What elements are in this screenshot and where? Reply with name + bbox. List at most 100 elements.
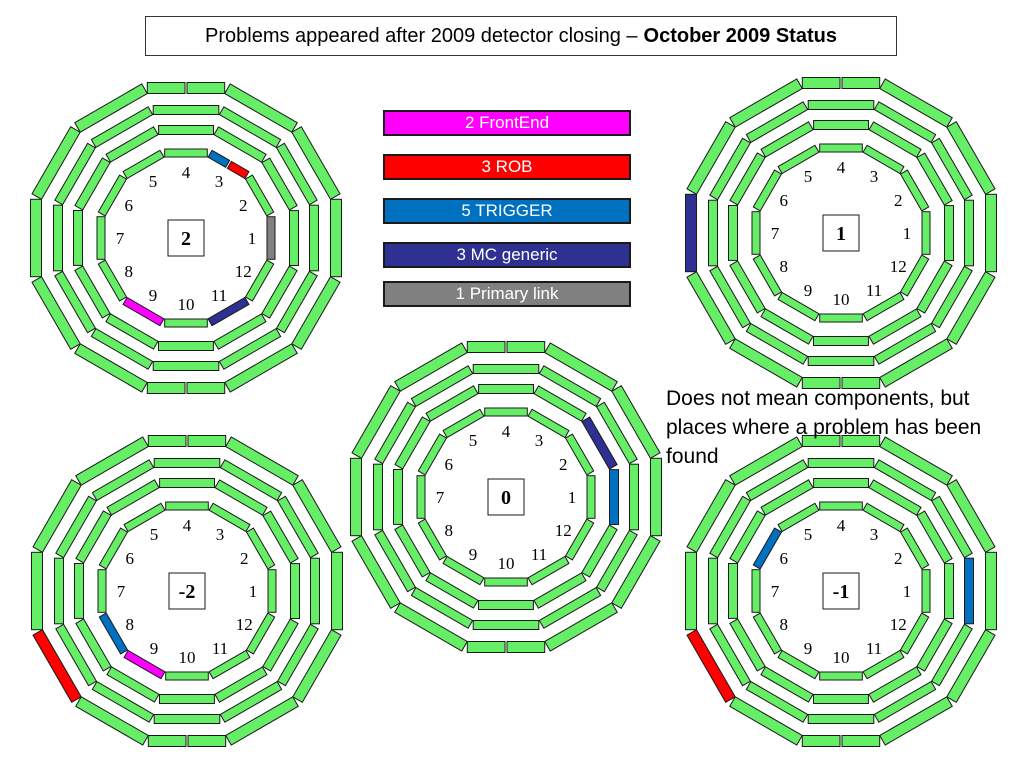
wheel-2-ring-1-sector-5 xyxy=(122,149,165,180)
chamber xyxy=(213,126,267,163)
chamber xyxy=(244,174,275,217)
chamber xyxy=(30,198,42,278)
wheel--1-ring-4-sector-12 xyxy=(946,629,996,703)
wheel-0-ring-1-sector-8 xyxy=(417,518,448,561)
chamber xyxy=(54,270,97,334)
wheel-2-ring-4-sector-3 xyxy=(224,83,298,133)
chamber xyxy=(873,322,937,365)
chamber xyxy=(873,680,937,723)
chamber xyxy=(916,152,953,206)
chamber xyxy=(868,666,922,703)
chamber xyxy=(946,271,996,345)
wheel-1-ring-2-sector-5 xyxy=(760,121,814,158)
wheel-2-ring-4-sector-1 xyxy=(330,198,342,278)
explanation-note: Does not mean components, but places whe… xyxy=(666,387,982,468)
chamber xyxy=(611,535,661,609)
wheel-0-ring-4-sector-12 xyxy=(611,535,661,609)
wheel--1-ring-2-sector-6 xyxy=(729,510,766,564)
wheel--1-ring-1-sector-9 xyxy=(777,649,820,680)
wheel-1-ring-3-sector-8 xyxy=(709,265,752,329)
wheel-0-ring-2-sector-8 xyxy=(394,524,431,578)
sector-label: 5 xyxy=(150,525,159,544)
wheel-1-ring-2-sector-4 xyxy=(813,120,870,130)
wheel-2-ring-4-sector-7 xyxy=(30,198,42,278)
chamber xyxy=(807,356,875,366)
wheel--2-ring-3-sector-8 xyxy=(55,623,98,687)
chamber xyxy=(751,569,761,613)
chamber xyxy=(751,211,761,255)
chamber xyxy=(985,551,997,631)
wheel--2-ring-1-sector-2 xyxy=(245,527,276,570)
wheel-2-ring-3-sector-3 xyxy=(218,106,282,149)
chamber xyxy=(122,149,165,180)
sector-label: 5 xyxy=(469,431,478,450)
chamber-half-2 xyxy=(147,735,187,747)
wheel-0-ring-1-sector-6 xyxy=(417,433,448,476)
wheel--1-ring-1-sector-12 xyxy=(899,612,930,655)
wheel-2-ring-1-sector-10 xyxy=(164,318,208,328)
wheel--2-ring-3-sector-12 xyxy=(276,623,319,687)
chamber xyxy=(728,562,738,619)
wheel-label: -2 xyxy=(179,581,196,603)
wheel-2-ring-1-sector-7 xyxy=(96,216,106,260)
wheel--1-ring-1-sector-2 xyxy=(899,527,930,570)
wheel-0-ring-1-sector-10 xyxy=(484,577,528,587)
chamber-half-2 xyxy=(801,735,841,747)
wheel-1-ring-4-sector-1 xyxy=(985,193,997,273)
sector-label: 8 xyxy=(445,521,454,540)
sector-label: 10 xyxy=(833,290,850,309)
chamber xyxy=(916,618,953,672)
wheel--1-ring-2-sector-9 xyxy=(760,666,814,703)
chamber xyxy=(75,436,149,486)
wheel--1-ring-4-sector-7 xyxy=(685,551,697,631)
chamber xyxy=(862,291,905,322)
chamber xyxy=(921,211,931,255)
chamber xyxy=(214,479,268,516)
wheel-2-ring-2-sector-9 xyxy=(105,313,159,350)
wheel-2-ring-3-sector-7 xyxy=(53,204,63,272)
sector-label: 5 xyxy=(804,525,813,544)
chamber xyxy=(442,555,485,586)
chamber xyxy=(729,696,803,746)
sector-label: 7 xyxy=(116,229,125,248)
chamber xyxy=(261,157,298,211)
wheel-2-ring-2-sector-5 xyxy=(105,126,159,163)
wheel-2-ring-1-sector-8 xyxy=(97,259,128,302)
wheel-2-ring-1-sector-6 xyxy=(97,174,128,217)
wheel--1-ring-2-sector-3 xyxy=(868,479,922,516)
chamber xyxy=(393,468,403,525)
wheel-2-ring-3-sector-5 xyxy=(90,106,154,149)
chamber xyxy=(31,551,43,631)
chamber-half-2 xyxy=(801,377,841,389)
sector-label: 1 xyxy=(568,488,577,507)
chamber xyxy=(374,401,417,465)
sector-label: 4 xyxy=(837,158,846,177)
chamber xyxy=(745,680,809,723)
chamber xyxy=(946,479,996,553)
wheel-0-ring-3-sector-2 xyxy=(595,401,638,465)
chamber xyxy=(123,502,166,533)
wheel-1-ring-4-sector-10 xyxy=(801,377,881,389)
chamber xyxy=(55,623,98,687)
wheel-1-ring-2-sector-2 xyxy=(916,152,953,206)
chamber xyxy=(760,308,814,345)
chamber xyxy=(98,527,129,570)
chamber xyxy=(276,495,319,559)
chamber xyxy=(899,169,930,212)
chamber xyxy=(74,83,148,133)
wheel--1-ring-4-sector-10 xyxy=(801,735,881,747)
chamber xyxy=(291,126,341,200)
sector-label: 9 xyxy=(469,545,478,564)
chamber xyxy=(275,142,318,206)
wheel-2-ring-4-sector-8 xyxy=(31,276,81,350)
wheel--1-ring-3-sector-9 xyxy=(745,680,809,723)
wheel-0-ring-1-sector-5 xyxy=(442,408,485,439)
wheel-1-ring-2-sector-11 xyxy=(868,308,922,345)
legend-primary-link-label: 1 Primary link xyxy=(455,284,559,303)
wheel-1-ring-3-sector-6 xyxy=(709,137,752,201)
sector-label: 2 xyxy=(239,196,248,215)
sector-label: 12 xyxy=(555,521,572,540)
wheel--1-ring-2-sector-8 xyxy=(729,618,766,672)
chamber xyxy=(538,586,602,629)
